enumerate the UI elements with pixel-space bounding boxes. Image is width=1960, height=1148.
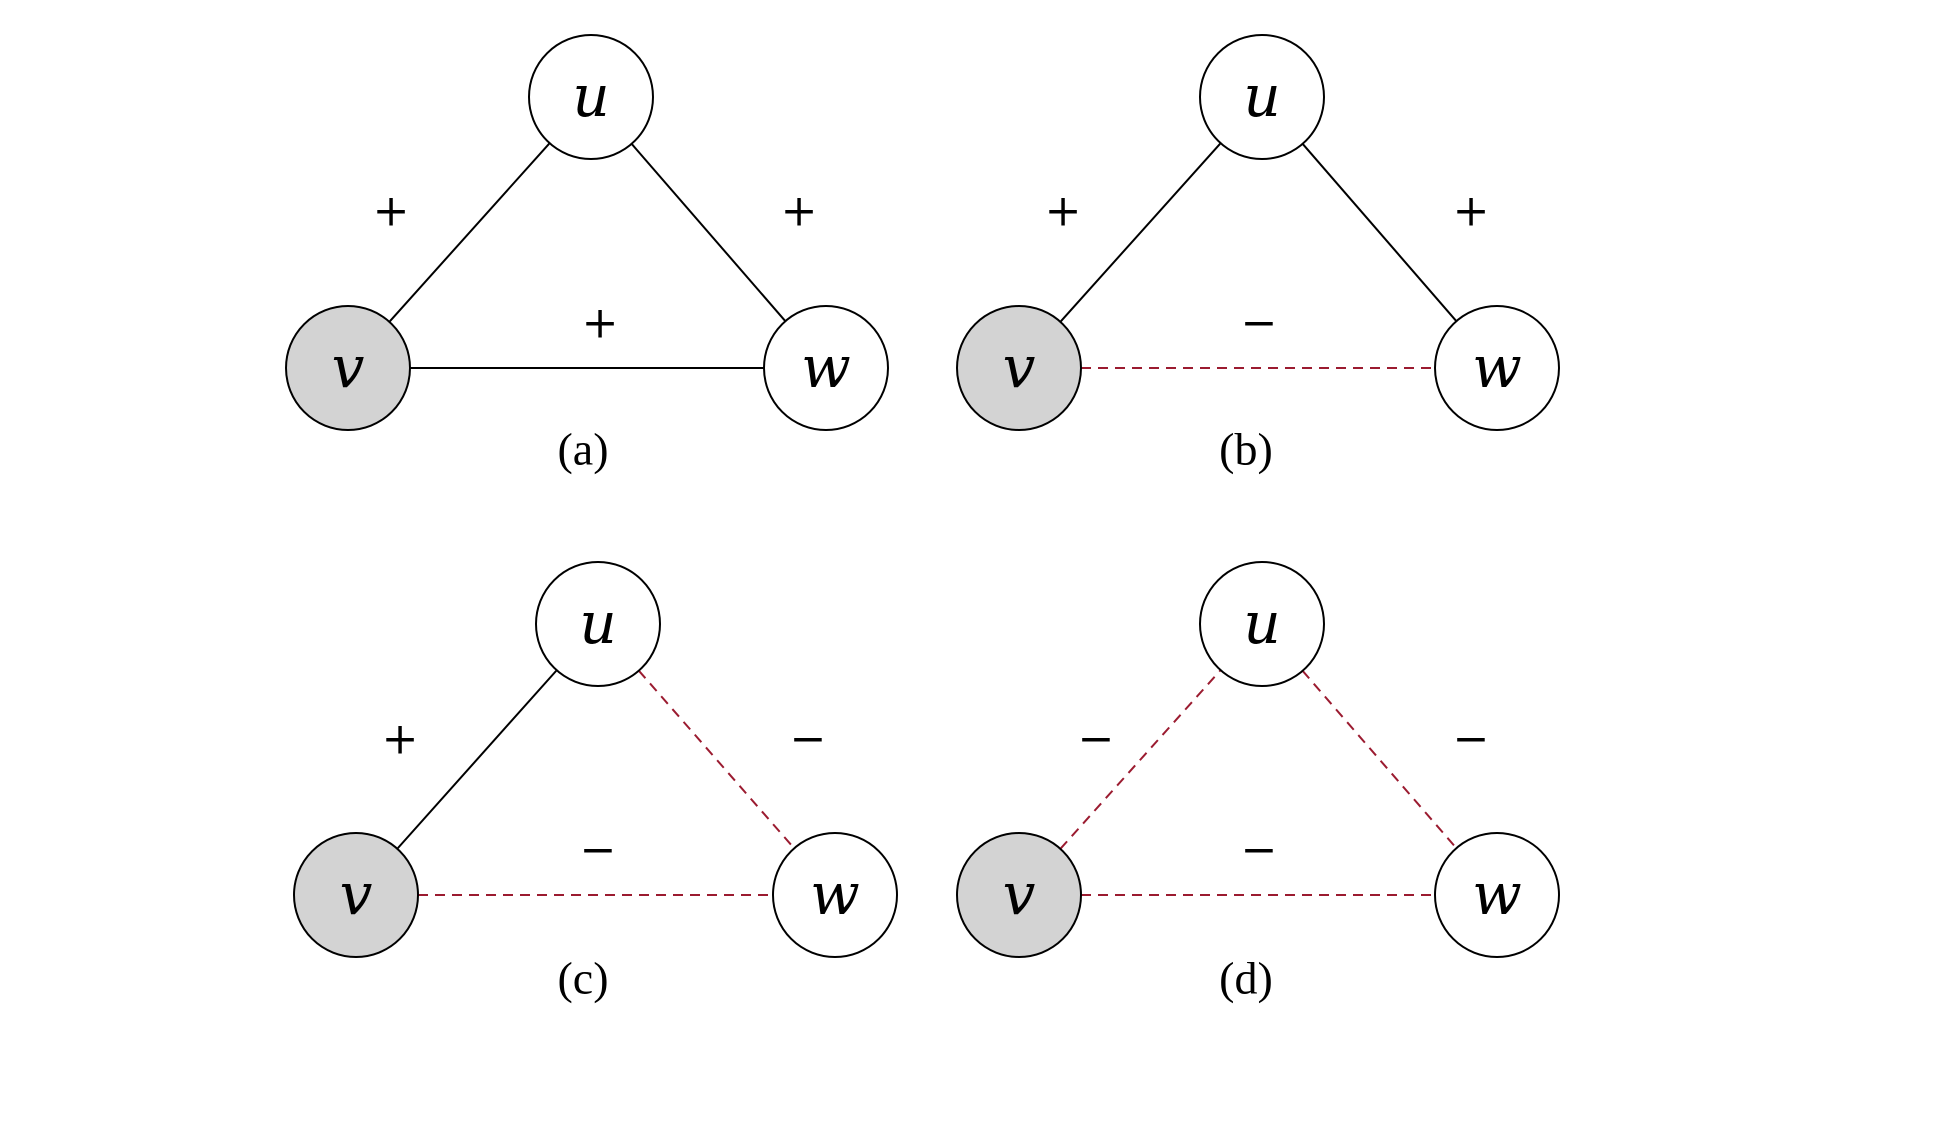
edge-sign-v-u: − bbox=[1078, 714, 1115, 765]
node-label-w: w bbox=[1472, 860, 1522, 928]
edge-v-u-negative bbox=[1059, 669, 1222, 850]
node-w bbox=[763, 305, 889, 431]
node-v-highlighted bbox=[285, 305, 411, 431]
edge-v-u-positive bbox=[388, 142, 551, 323]
node-label-w: w bbox=[810, 860, 860, 928]
panel-caption: (d) bbox=[1219, 953, 1273, 1004]
panel-caption: (a) bbox=[557, 424, 608, 475]
edge-sign-u-w: − bbox=[790, 714, 827, 765]
node-v-highlighted bbox=[956, 305, 1082, 431]
panel-caption: (c) bbox=[557, 953, 608, 1004]
node-label-w: w bbox=[801, 333, 851, 401]
edge-sign-v-w: − bbox=[580, 825, 617, 876]
edge-sign-v-u: + bbox=[1045, 186, 1082, 237]
edge-sign-u-w: + bbox=[781, 186, 818, 237]
node-v-highlighted bbox=[293, 832, 419, 958]
node-label-v: v bbox=[340, 860, 373, 928]
edge-sign-v-w: − bbox=[1241, 298, 1278, 349]
edge-sign-u-w: − bbox=[1453, 714, 1490, 765]
node-label-v: v bbox=[1003, 860, 1036, 928]
node-u bbox=[535, 561, 661, 687]
node-w bbox=[772, 832, 898, 958]
node-label-v: v bbox=[332, 333, 365, 401]
edge-sign-v-w: + bbox=[582, 298, 619, 349]
node-w bbox=[1434, 832, 1560, 958]
panel-caption: (b) bbox=[1219, 424, 1273, 475]
node-u bbox=[528, 34, 654, 160]
panel-d: − − − u v w (d) bbox=[956, 561, 1560, 1004]
edge-sign-v-u: + bbox=[373, 186, 410, 237]
edge-v-u-positive bbox=[1059, 142, 1222, 323]
edge-u-w-positive bbox=[630, 143, 787, 322]
edge-v-u-positive bbox=[396, 669, 558, 850]
edge-u-w-negative bbox=[1301, 670, 1458, 849]
node-u bbox=[1199, 34, 1325, 160]
node-label-u: u bbox=[579, 589, 616, 657]
node-v-highlighted bbox=[956, 832, 1082, 958]
edge-sign-u-w: + bbox=[1453, 186, 1490, 237]
edge-u-w-positive bbox=[1301, 143, 1458, 322]
node-w bbox=[1434, 305, 1560, 431]
node-u bbox=[1199, 561, 1325, 687]
node-label-v: v bbox=[1003, 333, 1036, 401]
edge-sign-v-u: + bbox=[382, 714, 419, 765]
panel-c: + − − u v w (c) bbox=[293, 561, 898, 1004]
edge-sign-v-w: − bbox=[1241, 825, 1278, 876]
panel-a: + + + u v w (a) bbox=[285, 34, 889, 475]
node-label-u: u bbox=[572, 62, 609, 130]
node-label-u: u bbox=[1243, 589, 1280, 657]
panel-b: + + − u v w (b) bbox=[956, 34, 1560, 475]
node-label-w: w bbox=[1472, 333, 1522, 401]
node-label-u: u bbox=[1243, 62, 1280, 130]
edge-u-w-negative bbox=[638, 670, 795, 849]
